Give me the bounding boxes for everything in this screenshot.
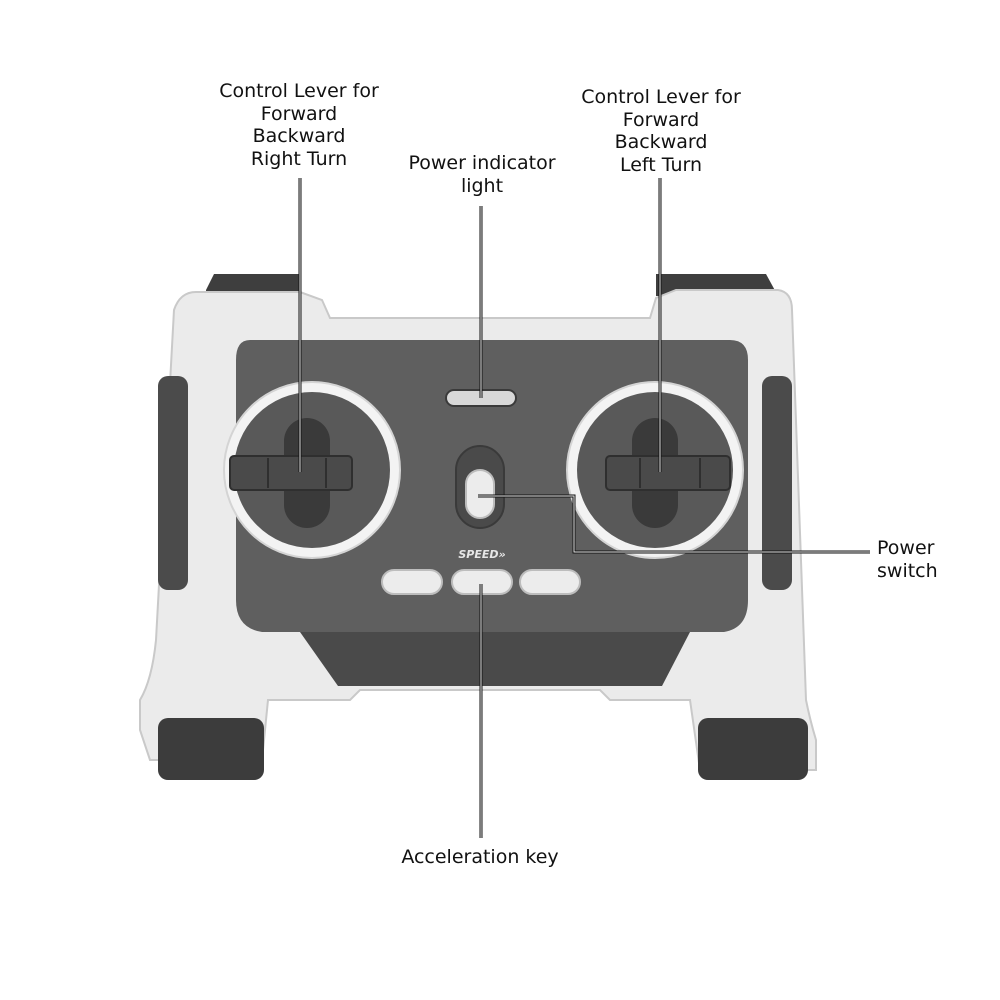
right-lever-callout-line-4: Left Turn	[619, 153, 703, 176]
left-side-grip	[158, 376, 188, 590]
control-panel-lower-lip	[300, 632, 690, 686]
left-lever-callout-line-3: Backward	[252, 125, 346, 147]
speed-label: SPEED»	[458, 548, 505, 561]
right-foot-bumper	[698, 718, 808, 780]
power-indicator-callout-line-2: light	[460, 174, 504, 197]
left-lever-callout-line-1: Control Lever for	[219, 80, 379, 102]
power-switch-callout: Power switch	[877, 537, 938, 582]
acceleration-key-callout: Acceleration key	[401, 846, 559, 868]
power-switch[interactable]	[455, 445, 505, 529]
speed-button-right[interactable]	[519, 569, 581, 595]
power-switch-knob	[465, 469, 495, 519]
power-indicator-callout: Power indicator light	[395, 152, 569, 197]
right-lever-callout-line-1: Control Lever for	[581, 86, 741, 108]
right-side-grip	[762, 376, 792, 590]
left-lever-callout-line-2: Forward	[260, 102, 338, 125]
left-lever-callout-line-4: Right Turn	[250, 147, 348, 170]
power-indicator-callout-line-1: Power indicator	[408, 152, 556, 174]
left-control-lever[interactable]	[223, 381, 401, 559]
left-lever-crossbar	[229, 455, 353, 491]
right-lever-callout-line-3: Backward	[614, 131, 708, 153]
left-lever-callout: Control Lever for Forward Backward Right…	[198, 80, 400, 170]
right-control-lever[interactable]	[566, 381, 744, 559]
right-lever-crossbar	[605, 455, 731, 491]
right-lever-callout: Control Lever for Forward Backward Left …	[560, 86, 762, 176]
left-foot-bumper	[158, 718, 264, 780]
right-lever-callout-line-2: Forward	[622, 108, 700, 131]
speed-button-left[interactable]	[381, 569, 443, 595]
